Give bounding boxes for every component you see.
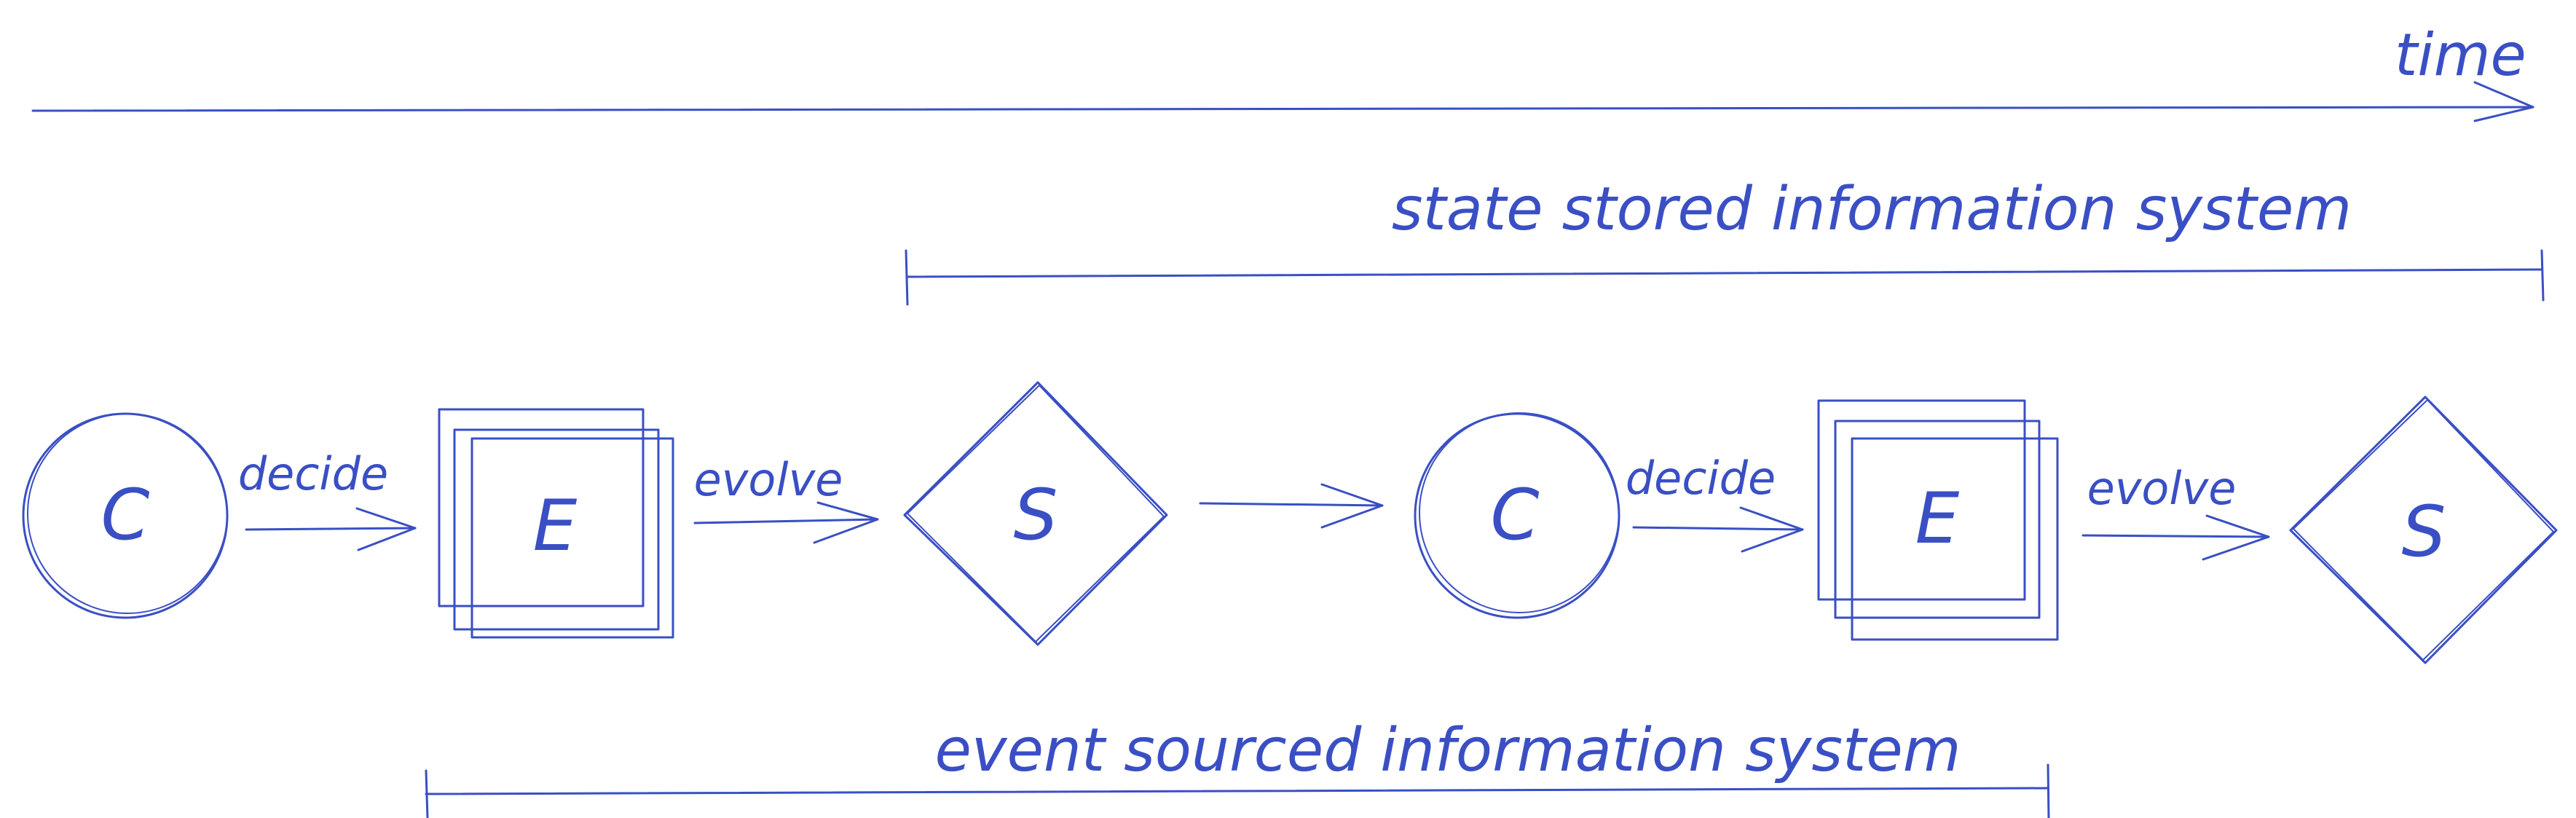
event-sourced-bracket-right [2047, 763, 2050, 818]
state-diamond-1 [903, 381, 1168, 646]
state-stored-bracket-right [2540, 249, 2545, 302]
time-axis-line [31, 106, 2534, 112]
decide-label-2: decide [1626, 452, 1776, 505]
events-node-1: E [438, 408, 674, 639]
events-square-1a [438, 408, 645, 607]
state-stored-span: state stored information system [905, 175, 2545, 306]
state-label-2: S [2402, 491, 2446, 573]
command-circle-1-sketch [27, 413, 228, 614]
events-node-2: E [1817, 399, 2059, 641]
time-arrowhead [2473, 81, 2534, 122]
decide-arrowhead-2 [1739, 506, 1804, 553]
state-diamond-2 [2289, 396, 2558, 664]
events-square-1b [453, 428, 660, 631]
state-node-2: S [2289, 396, 2558, 664]
edge-evolve-1: evolve [693, 453, 879, 544]
decide-label-1: decide [238, 447, 388, 500]
state-diamond-1-sketch [907, 385, 1165, 642]
event-sourced-bracket-line [425, 787, 2049, 795]
command-node-1: C [22, 412, 229, 619]
events-square-2c [1851, 437, 2059, 641]
event-sourced-span: event sourced information system [425, 716, 2050, 818]
decide-arrowhead-1 [355, 507, 417, 551]
events-label-2: E [1915, 478, 1960, 559]
evolve-arrow-line-2 [2081, 534, 2270, 538]
events-square-1c [470, 437, 674, 639]
events-square-2b [1834, 420, 2041, 619]
evolve-label-2: evolve [2087, 462, 2237, 515]
edge-decide-2: decide [1626, 452, 1804, 553]
event-sourced-bracket-left [425, 769, 429, 818]
evolve-arrowhead-2 [2202, 514, 2270, 561]
command-label-1: C [101, 474, 149, 556]
next-arrowhead [1320, 483, 1384, 529]
time-axis: time [31, 21, 2534, 122]
time-label: time [2395, 21, 2526, 89]
events-label-1: E [533, 485, 578, 567]
evolve-arrowhead-1 [813, 501, 879, 544]
command-node-2: C [1414, 412, 1620, 619]
state-node-1: S [903, 381, 1168, 646]
decide-arrow-line-2 [1632, 526, 1804, 531]
command-label-2: C [1490, 474, 1539, 556]
event-sourced-label: event sourced information system [934, 716, 1961, 785]
state-stored-bracket-line [906, 268, 2543, 278]
state-diamond-2-sketch [2293, 399, 2554, 661]
state-stored-label: state stored information system [1392, 175, 2352, 244]
evolve-label-1: evolve [694, 453, 843, 506]
command-circle-2-sketch [1419, 412, 1620, 613]
state-label-1: S [1014, 474, 1058, 556]
events-square-2a [1817, 399, 2026, 601]
evolve-arrow-line-1 [693, 518, 879, 524]
edge-decide-1: decide [238, 447, 417, 551]
next-arrow-line [1199, 502, 1384, 507]
state-stored-bracket-left [905, 249, 909, 306]
edge-state-to-command [1199, 483, 1384, 529]
edge-evolve-2: evolve [2081, 462, 2270, 561]
decide-arrow-line-1 [245, 527, 417, 531]
